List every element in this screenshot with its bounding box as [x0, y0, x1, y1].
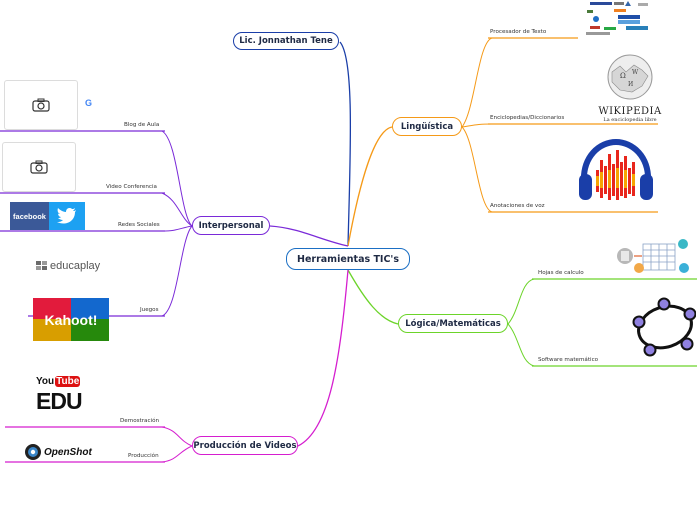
line-linguistica [347, 126, 393, 247]
svg-text:Ω: Ω [620, 72, 626, 80]
educaplay-logo: educaplay [36, 259, 136, 273]
youtube-edu-logo: You Tube EDU [36, 374, 83, 416]
leaf-video-conferencia[interactable]: Video Conferencia [106, 184, 157, 190]
line-interpersonal [269, 225, 349, 247]
office-logos-image [584, 0, 660, 36]
twitter-bird-icon [49, 202, 85, 230]
leaf-blog-aula[interactable]: Blog de Aula [124, 122, 160, 128]
author-node[interactable]: Lic. Jonnathan Tene [233, 32, 339, 50]
blog-image-placeholder [4, 80, 78, 130]
leaf-redes-sociales[interactable]: Redes Sociales [118, 222, 160, 228]
branch-produccion[interactable]: Producción de Videos [192, 436, 298, 455]
leaf-produccion[interactable]: Producción [128, 453, 159, 459]
audacity-headphones-icon [576, 138, 656, 204]
videoconference-image-placeholder [2, 142, 76, 192]
geogebra-icon [630, 296, 697, 358]
branch-interpersonal[interactable]: Interpersonal [192, 216, 270, 235]
kahoot-wordmark: Kahoot! [44, 311, 98, 328]
youtube-tube: Tube [55, 375, 81, 387]
line-logica [347, 269, 399, 325]
leaf-hojas-calculo[interactable]: Hojas de calculo [538, 270, 584, 276]
leaf-anotaciones-voz[interactable]: Anotaciones de voz [490, 203, 545, 209]
wikipedia-logo: Ω W И WIKIPEDIA La enciclopedia libre [598, 52, 662, 123]
wikipedia-wordmark: WIKIPEDIA [598, 106, 662, 117]
educaplay-wordmark: educaplay [50, 260, 101, 272]
wikipedia-tagline: La enciclopedia libre [603, 117, 657, 123]
youtube-you: You [36, 375, 55, 387]
line-author [339, 41, 352, 247]
branch-logica[interactable]: Lógica/Matemáticas [398, 314, 508, 333]
branch-linguistica[interactable]: Lingüística [392, 117, 462, 136]
youtube-edu-text: EDU [36, 388, 83, 414]
spreadsheet-icon [614, 238, 692, 274]
camera-icon [32, 98, 50, 112]
leaf-demostracion[interactable]: Demostración [120, 418, 160, 424]
leaf-procesador-texto[interactable]: Procesador de Texto [490, 29, 547, 35]
facebook-logo: facebook [10, 202, 49, 230]
openshot-icon [25, 444, 41, 460]
openshot-wordmark: OpenShot [44, 446, 92, 458]
kahoot-logo: Kahoot! [33, 298, 109, 341]
leaf-software-matematico[interactable]: Software matemático [538, 357, 599, 363]
facebook-twitter-logos: facebook [10, 202, 85, 230]
openshot-logo: OpenShot [24, 442, 96, 462]
leaf-enciclopedias[interactable]: Enciclopedias/Diccionarios [490, 115, 565, 121]
line-produccion [297, 269, 349, 447]
svg-text:И: И [628, 81, 633, 88]
central-topic[interactable]: Herramientas TIC's [286, 248, 410, 270]
leaf-juegos[interactable]: Juegos [140, 307, 159, 313]
svg-text:W: W [632, 69, 639, 76]
camera-icon [30, 160, 48, 174]
google-icon: G [85, 98, 93, 108]
